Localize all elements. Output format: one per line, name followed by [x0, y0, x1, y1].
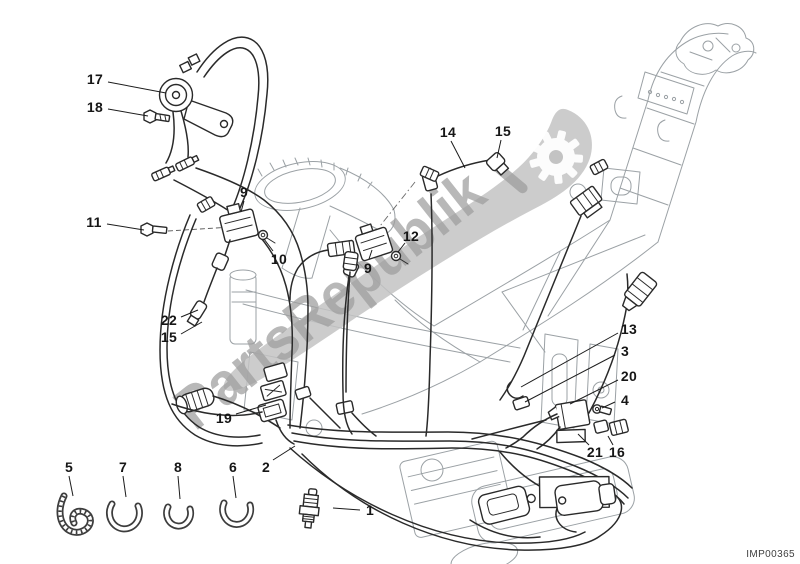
coil-bolt-12 [390, 250, 409, 265]
leader-18 [107, 108, 149, 117]
spark-cable-cap-front [211, 252, 229, 271]
clip-8 [163, 503, 195, 530]
round-connector [175, 387, 215, 415]
leader-5 [68, 475, 74, 497]
intake-funnel [254, 157, 396, 279]
round-pigtail-connector [342, 250, 359, 272]
leader-13 [520, 332, 619, 388]
leader-4 [601, 401, 616, 409]
spark-plug-1 [298, 488, 320, 529]
clip-7 [105, 500, 143, 533]
callout-18: 18 [86, 99, 104, 115]
leader-1 [332, 507, 361, 511]
ignition-coil-front [219, 202, 259, 244]
leader-12 [397, 242, 406, 253]
callout-9-front: 9 [239, 184, 249, 200]
rear-coil-assembly [477, 475, 617, 525]
leader-22 [180, 309, 199, 318]
bullet-connectors [151, 110, 200, 182]
small-connector-a [294, 385, 312, 401]
callout-12: 12 [402, 228, 420, 244]
callout-5: 5 [64, 459, 74, 475]
callout-11: 11 [86, 214, 102, 230]
callout-20: 20 [620, 368, 638, 384]
callout-leader-lines [68, 81, 619, 511]
main-harness-trunk-2 [287, 419, 633, 551]
leader-16 [607, 435, 614, 446]
clip-13 [506, 381, 524, 399]
leader-2 [272, 445, 296, 461]
leader-19 [235, 404, 267, 415]
relay-20 [547, 399, 591, 430]
small-frame-connector [589, 158, 609, 176]
callout-14: 14 [439, 124, 457, 140]
bracket-3 [512, 395, 531, 411]
drawing-code: IMP00365 [746, 549, 795, 560]
cable-elbow-22-15 [186, 300, 208, 327]
callout-16: 16 [608, 444, 626, 460]
leader-11 [106, 223, 145, 231]
leader-15-top [496, 139, 502, 159]
callout-3: 3 [620, 343, 630, 359]
gear-icon [529, 130, 584, 185]
coil-connector-front [196, 196, 216, 213]
wiring-harness-layer [56, 36, 658, 551]
callout-15-cap: 15 [160, 329, 178, 345]
callout-1: 1 [365, 502, 375, 518]
leader-21 [577, 433, 590, 446]
callout-7: 7 [118, 459, 128, 475]
leader-9-front [240, 200, 245, 213]
leader-6 [232, 475, 237, 499]
callout-17: 17 [86, 71, 104, 87]
horn-bolt-18 [143, 109, 171, 124]
ignition-coil-rear [354, 223, 394, 262]
callout-19: 19 [215, 410, 233, 426]
mounting-bolt-11 [140, 222, 233, 237]
callout-8: 8 [173, 459, 183, 475]
connector-16 [593, 418, 629, 437]
fuse-holder-stack [171, 362, 295, 445]
callout-10: 10 [270, 251, 288, 267]
leader-17 [107, 81, 167, 94]
leader-9-rear [368, 249, 373, 260]
clip-6 [219, 499, 255, 528]
callout-6: 6 [228, 459, 238, 475]
leader-10 [263, 238, 274, 252]
callout-22: 22 [160, 312, 178, 328]
callout-4: 4 [620, 392, 630, 408]
motorcycle-frame-layer [229, 23, 757, 564]
leader-14 [450, 140, 466, 169]
frame-plug-connector [569, 185, 603, 219]
leader-8 [177, 475, 181, 500]
coil-bolt-10 [257, 229, 276, 244]
callout-9-rear: 9 [363, 260, 373, 276]
callout-15-top: 15 [494, 123, 512, 139]
callout-13: 13 [620, 321, 638, 337]
watermark-swoosh [223, 108, 592, 391]
callout-2: 2 [261, 459, 271, 475]
main-harness-left-loop [159, 214, 263, 447]
leader-20 [569, 379, 619, 405]
watermark-layer: PartsRepublik [162, 108, 592, 442]
relay-bolt-4 [592, 404, 613, 416]
callout-21: 21 [586, 444, 604, 460]
clip-5 [56, 492, 94, 536]
leader-7 [122, 475, 127, 498]
hanging-connector-rear [621, 271, 658, 312]
leader-15-cap [180, 321, 203, 335]
leader-3 [524, 354, 616, 403]
horn [158, 53, 234, 138]
